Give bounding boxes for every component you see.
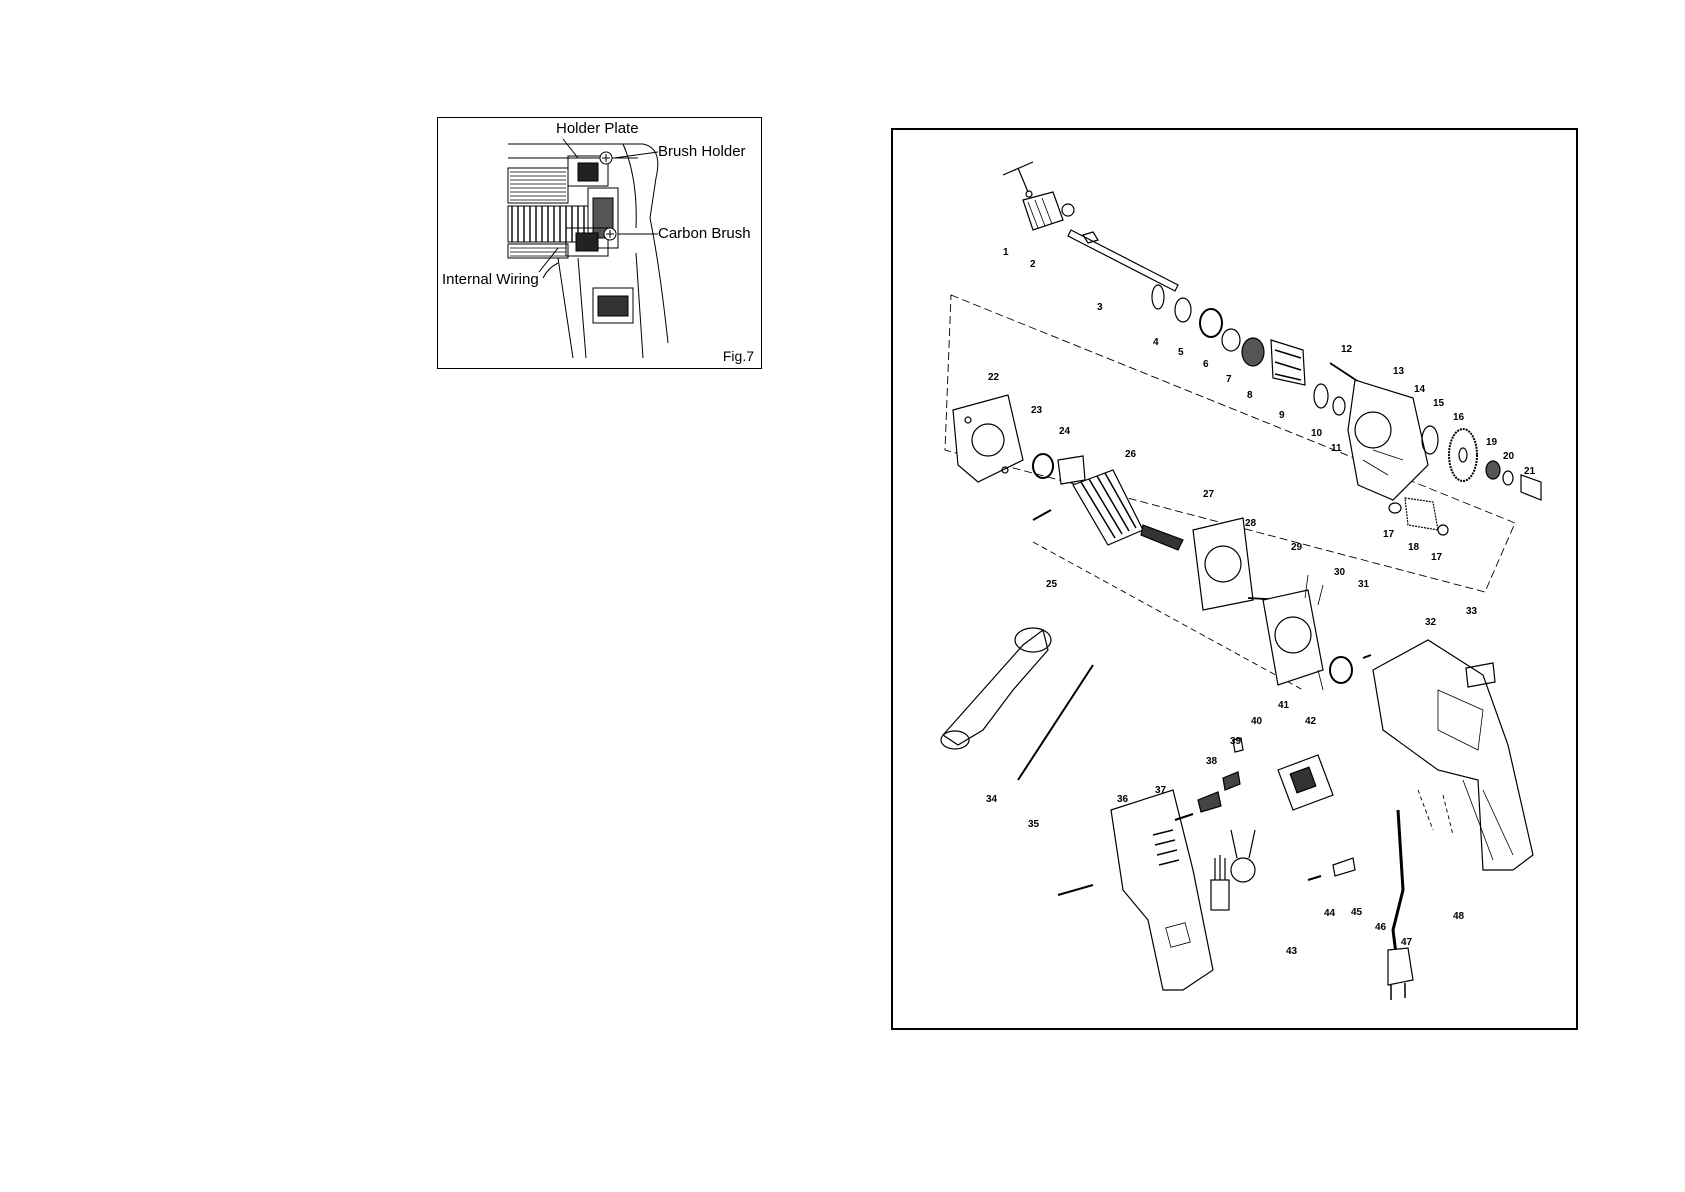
- armature-top: [508, 168, 568, 203]
- part-number-32: 32: [1425, 617, 1437, 628]
- handle-cover: [1111, 790, 1213, 990]
- retainer-screw: [1033, 510, 1051, 520]
- clutch-gear: [1271, 340, 1305, 385]
- part-number-17a: 17: [1383, 529, 1395, 540]
- part-number-17b: 17: [1431, 552, 1443, 563]
- armature: [1073, 470, 1183, 550]
- terminal-block: [1231, 830, 1255, 882]
- part-number-9: 9: [1279, 410, 1285, 421]
- gear-housing: [1348, 380, 1428, 500]
- part-number-15: 15: [1433, 398, 1445, 409]
- part-number-3: 3: [1097, 302, 1103, 313]
- part-number-38: 38: [1206, 756, 1218, 767]
- brush-holder-callout: Brush Holder: [658, 144, 746, 160]
- part-number-24: 24: [1059, 426, 1071, 437]
- side-handle: [941, 628, 1051, 749]
- part-number-19: 19: [1486, 437, 1498, 448]
- motor-housing: [1373, 640, 1533, 870]
- part-number-7: 7: [1226, 374, 1232, 385]
- spindle: [1068, 230, 1178, 291]
- part-number-13: 13: [1393, 366, 1405, 377]
- part-number-40: 40: [1251, 716, 1263, 727]
- large-gear: [1449, 429, 1477, 481]
- part-number-30: 30: [1334, 567, 1346, 578]
- fan-baffle: [1193, 518, 1253, 610]
- part-number-20: 20: [1503, 451, 1515, 462]
- part-number-37: 37: [1155, 785, 1167, 796]
- trigger-switch: [1278, 755, 1333, 810]
- part-number-26: 26: [1125, 449, 1137, 460]
- part-number-31: 31: [1358, 579, 1370, 590]
- part-number-11: 11: [1331, 443, 1342, 454]
- part-number-8: 8: [1247, 390, 1253, 401]
- part-number-5: 5: [1178, 347, 1184, 358]
- part-number-27: 27: [1203, 489, 1215, 500]
- internal-wiring-callout: Internal Wiring: [442, 272, 539, 288]
- figure-label: Fig.7: [723, 348, 754, 364]
- part-number-34: 34: [986, 794, 998, 805]
- cord-clamp: [1333, 858, 1355, 876]
- part-number-45: 45: [1351, 907, 1363, 918]
- part-number-43: 43: [1286, 946, 1298, 957]
- part-number-41: 41: [1278, 700, 1290, 711]
- spindle-bearing-stack: [1152, 285, 1264, 366]
- carbon-brush-callout: Carbon Brush: [658, 226, 751, 242]
- part-number-18: 18: [1408, 542, 1420, 553]
- part-number-39: 39: [1230, 736, 1242, 747]
- part-number-10: 10: [1311, 428, 1323, 439]
- part-number-35: 35: [1028, 819, 1040, 830]
- part-number-6: 6: [1203, 359, 1209, 370]
- intermediate-plate: [953, 395, 1023, 482]
- part-number-46: 46: [1375, 922, 1387, 933]
- power-cord: [1388, 810, 1413, 1000]
- exploded-view-drawing: 1 2 3 4 5 6 7 8 9 10 11 12 13 14 15 16 1…: [893, 130, 1580, 1032]
- noise-suppressor: [1211, 855, 1229, 910]
- holder-plate-callout: Holder Plate: [556, 121, 639, 137]
- part-number-25: 25: [1046, 579, 1058, 590]
- pinion-assembly: [1389, 498, 1448, 535]
- part-number-29: 29: [1291, 542, 1303, 553]
- part-number-48: 48: [1453, 911, 1465, 922]
- handle-screw: [1058, 885, 1093, 895]
- exploded-view-panel: 1 2 3 4 5 6 7 8 9 10 11 12 13 14 15 16 1…: [891, 128, 1578, 1030]
- chuck: [1023, 192, 1074, 230]
- part-number-1: 1: [1003, 247, 1009, 258]
- part-number-23: 23: [1031, 405, 1043, 416]
- part-number-47: 47: [1401, 937, 1413, 948]
- part-number-4: 4: [1153, 337, 1159, 348]
- part-number-36: 36: [1117, 794, 1129, 805]
- part-number-33: 33: [1466, 606, 1478, 617]
- part-number-16: 16: [1453, 412, 1465, 423]
- part-number-2: 2: [1030, 259, 1036, 270]
- part-number-21: 21: [1524, 466, 1536, 477]
- part-number-14: 14: [1414, 384, 1426, 395]
- depth-gauge: [1018, 665, 1093, 780]
- part-number-42: 42: [1305, 716, 1317, 727]
- part-number-12: 12: [1341, 344, 1353, 355]
- part-number-44: 44: [1324, 908, 1336, 919]
- part-number-22: 22: [988, 372, 1000, 383]
- fig7-panel: Holder Plate Brush Holder Carbon Brush I…: [437, 117, 762, 369]
- bearing-retainer: [1058, 456, 1085, 484]
- part-number-28: 28: [1245, 518, 1257, 529]
- chuck-key: [1003, 162, 1033, 197]
